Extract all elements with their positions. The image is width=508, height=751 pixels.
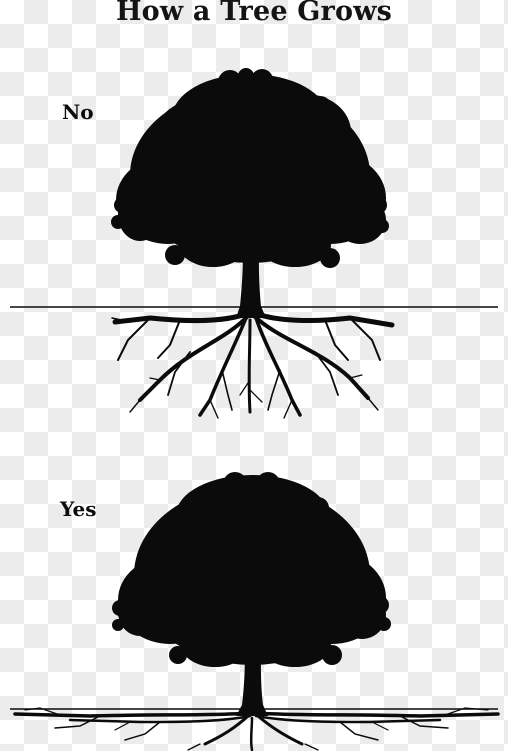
tree-no [10, 68, 498, 418]
canopy-yes [112, 472, 391, 667]
roots-no [112, 312, 392, 418]
canopy-no [111, 68, 389, 268]
tree-yes [10, 472, 498, 750]
roots-yes [15, 708, 498, 750]
